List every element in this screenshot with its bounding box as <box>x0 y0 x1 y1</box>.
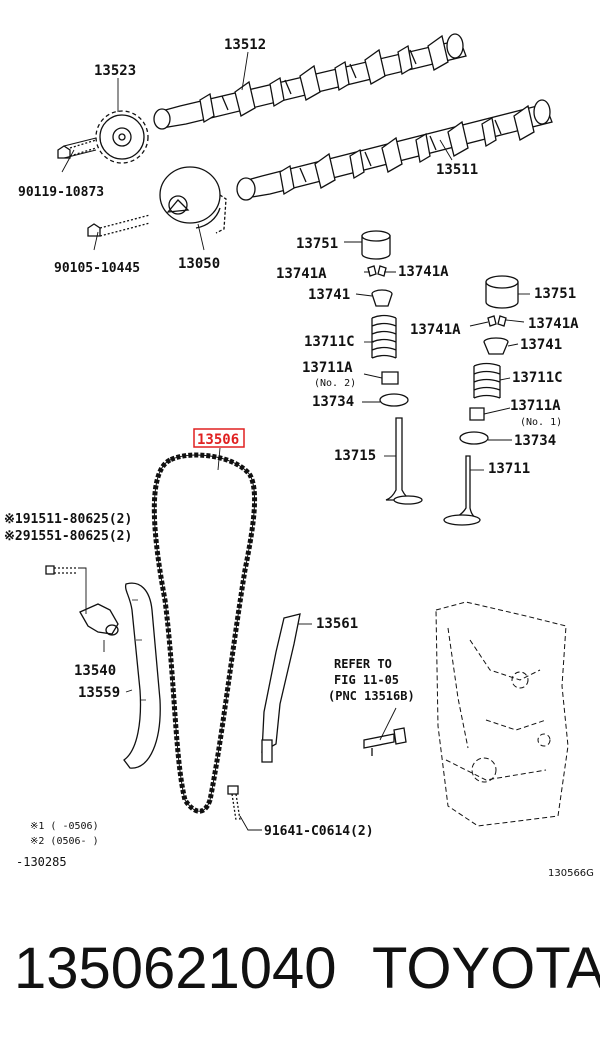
label-13751-right: 13751 <box>534 286 576 302</box>
camshaft-13512 <box>153 33 467 130</box>
label-13711c-left: 13711C <box>304 334 355 350</box>
label-13711: 13711 <box>488 461 530 477</box>
valve-13715 <box>385 417 423 505</box>
label-no1: (No. 1) <box>520 417 562 428</box>
seal-13711a-left <box>381 371 399 385</box>
part-number: 1350621040 <box>14 936 337 1001</box>
timing-chain-13506 <box>151 452 258 814</box>
label-13506: 13506 <box>197 432 239 448</box>
chain-slipper-13561 <box>261 613 301 763</box>
label-13540: 13540 <box>74 663 116 679</box>
label-13711c-right: 13711C <box>512 370 563 386</box>
vvt-gear-13050 <box>159 166 227 234</box>
brand-name: TOYOTA <box>372 936 600 1001</box>
label-90105-10445: 90105-10445 <box>54 261 140 276</box>
spring-13711c-right <box>473 362 501 399</box>
keeper-13741a-right <box>487 315 507 327</box>
bolt-90119-10873 <box>57 137 97 159</box>
note-1: ※1 ( -0506) <box>30 821 99 832</box>
seal-13711a-right <box>469 407 485 421</box>
pin-13516b <box>363 727 407 756</box>
bolt-91641-c0614 <box>227 785 241 821</box>
label-90119-10873: 90119-10873 <box>18 185 104 200</box>
figure-code: 130566G <box>548 868 594 879</box>
label-13741a-left-1: 13741A <box>276 266 327 282</box>
washer-13734-right <box>459 431 489 445</box>
label-bolt-91551-80625: ※291551-80625(2) <box>4 529 132 544</box>
highlight-box-13506 <box>193 428 245 448</box>
label-13751-left: 13751 <box>296 236 338 252</box>
engine-block <box>435 601 569 827</box>
washer-13734-left <box>379 393 409 407</box>
lifter-13751-left <box>361 230 391 260</box>
leader-lines <box>61 51 530 831</box>
chain-guide-13559 <box>123 582 161 769</box>
label-13741a-left-2: 13741A <box>410 322 461 338</box>
refer-line-2: FIG 11-05 <box>334 673 399 687</box>
lifter-13751-right <box>485 275 519 309</box>
range-code: -130285 <box>16 855 67 869</box>
label-13561: 13561 <box>316 616 358 632</box>
label-13511: 13511 <box>436 162 478 178</box>
label-no2: (No. 2) <box>314 378 356 389</box>
label-bolt-91511-80625: ※191511-80625(2) <box>4 512 132 527</box>
label-13715: 13715 <box>334 448 376 464</box>
camshaft-13511 <box>236 99 553 201</box>
refer-line-1: REFER TO <box>334 657 392 671</box>
refer-line-3: (PNC 13516B) <box>328 689 415 703</box>
label-13741a-right-2: 13741A <box>528 316 579 332</box>
spring-13711c-left <box>371 314 397 359</box>
label-13734-right: 13734 <box>514 433 556 449</box>
tensioner-13540 <box>79 603 119 636</box>
retainer-13741-right <box>483 337 509 355</box>
label-13559: 13559 <box>78 685 120 701</box>
valve-13711 <box>443 455 481 526</box>
label-13741-left: 13741 <box>308 287 350 303</box>
label-13741a-right-1: 13741A <box>398 264 449 280</box>
sprocket-13523 <box>95 110 149 164</box>
label-13523: 13523 <box>94 63 136 79</box>
bolt-91511-80625 <box>45 565 78 575</box>
bolt-90105-10445 <box>87 214 151 237</box>
label-91641-c0614: 91641-C0614(2) <box>264 824 374 839</box>
label-13512: 13512 <box>224 37 266 53</box>
label-13711a-left: 13711A <box>302 360 353 376</box>
retainer-13741-left <box>371 289 393 307</box>
note-2: ※2 (0506- ) <box>30 836 99 847</box>
label-13734-left: 13734 <box>312 394 354 410</box>
keeper-13741a-left <box>367 265 387 277</box>
label-13741-right: 13741 <box>520 337 562 353</box>
label-13711a-right: 13711A <box>510 398 561 414</box>
label-13050: 13050 <box>178 256 220 272</box>
